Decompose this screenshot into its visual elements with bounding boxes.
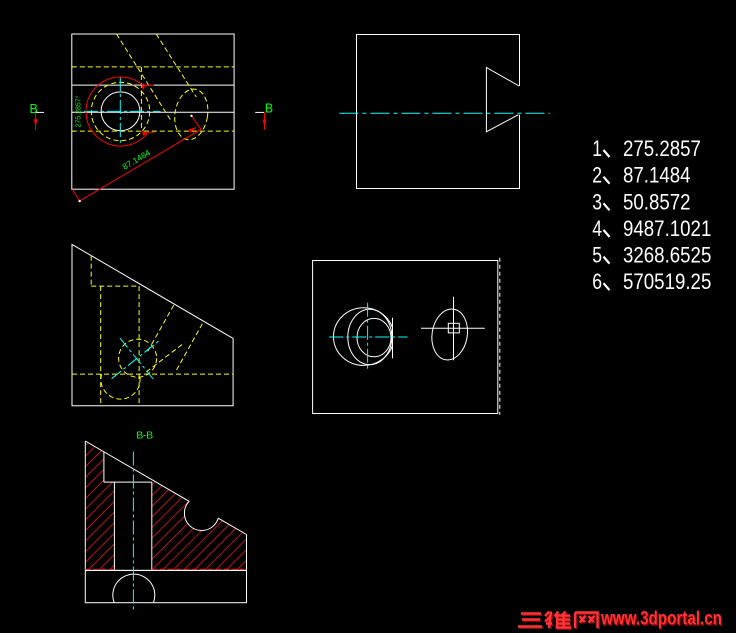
svg-text:3268.6525: 3268.6525 (623, 244, 711, 268)
svg-text:9487.1021: 9487.1021 (623, 218, 711, 242)
svg-text:B: B (30, 102, 38, 116)
svg-text:www.3dportal.cn: www.3dportal.cn (600, 607, 722, 629)
svg-text:87.1484: 87.1484 (623, 164, 691, 188)
svg-text:275.2857: 275.2857 (623, 138, 701, 162)
svg-text:B: B (265, 102, 273, 116)
svg-text:50.8572: 50.8572 (623, 191, 691, 215)
svg-text:2: 2 (592, 164, 602, 188)
svg-text:3: 3 (592, 191, 602, 215)
svg-text:B-B: B-B (136, 430, 153, 442)
svg-text:5: 5 (592, 244, 602, 268)
svg-text:275.2857°: 275.2857° (75, 95, 83, 127)
svg-text:4: 4 (592, 217, 602, 241)
svg-text:570519.25: 570519.25 (623, 271, 711, 295)
svg-text:1: 1 (592, 137, 602, 161)
svg-text:6: 6 (592, 270, 602, 294)
